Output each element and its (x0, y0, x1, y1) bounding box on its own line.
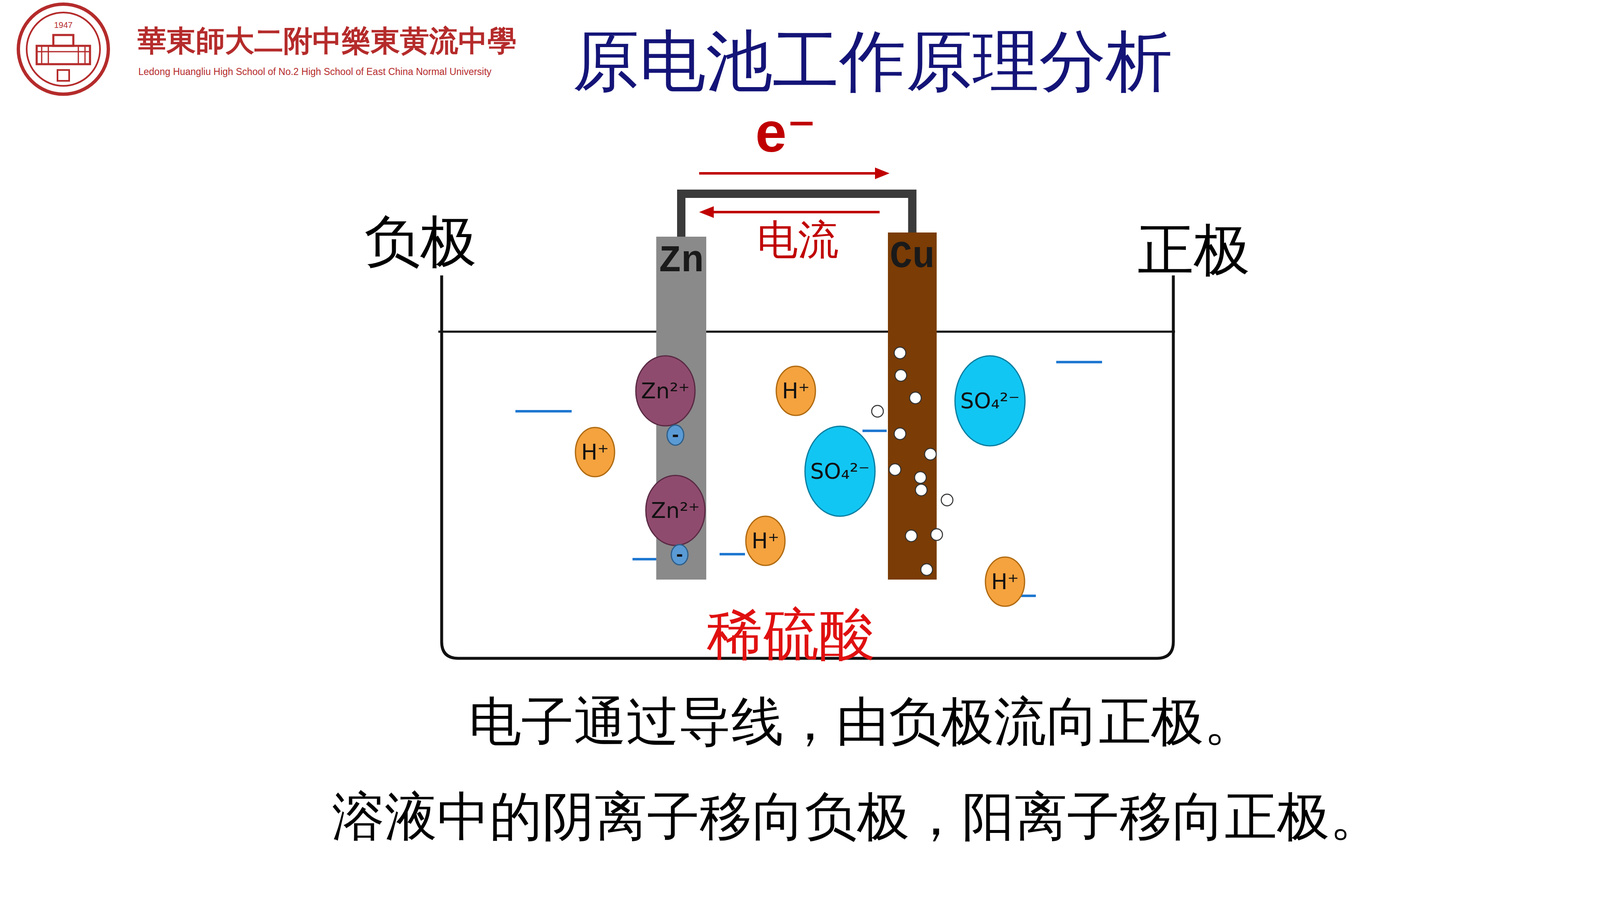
ion-outline (575, 427, 615, 477)
ion-outline (776, 366, 816, 416)
gas-bubble (871, 405, 884, 418)
hydrogen-ion: H⁺ (574, 426, 616, 478)
ion-outline (985, 557, 1025, 607)
sulfate-ion: SO₄²⁻ (804, 425, 876, 518)
ion-outline (667, 425, 684, 445)
ion-label: SO₄²⁻ (960, 390, 1020, 412)
electron-dot: - (670, 543, 689, 566)
zinc-ion: Zn²⁺ (635, 355, 696, 427)
pole-label: 正极 (1137, 217, 1250, 283)
pole-label: 负极 (364, 209, 477, 274)
ion-outline (635, 355, 695, 426)
beaker (441, 275, 1174, 659)
ion-label: H⁺ (782, 380, 810, 402)
ion-label: SO₄²⁻ (810, 460, 870, 483)
electron-dot: - (666, 424, 685, 446)
ion-label: Zn²⁺ (651, 499, 700, 522)
current-arrow (699, 206, 880, 218)
charge-sign: - (672, 426, 680, 444)
summary-text: 电子通过导线，由负极流向正极。 (468, 691, 1257, 753)
ion-outline (745, 516, 785, 566)
ion-label: H⁺ (751, 530, 780, 552)
ion-label: Zn²⁺ (641, 380, 690, 402)
gas-bubble (941, 494, 953, 506)
hydrogen-ion: H⁺ (775, 365, 817, 417)
school-name-en: Ledong Huangliu High School of No.2 High… (138, 66, 492, 78)
electrode-label: Zn (658, 242, 704, 280)
summary-text: 溶液中的阴离子移向负极，阳离子移向正极。 (332, 786, 1383, 848)
ion-label: H⁺ (991, 570, 1020, 593)
current-label: 电流 (757, 216, 839, 264)
liquid-surface (438, 330, 1175, 333)
ion-label: H⁺ (581, 441, 610, 463)
ion-outline (671, 544, 688, 565)
electron-arrow (699, 167, 890, 180)
ion-outline (805, 426, 875, 517)
sulfate-ion: SO₄²⁻ (954, 355, 1026, 447)
charge-sign: - (676, 546, 684, 563)
copper-electrode: Cu (887, 232, 937, 580)
ion-outline (955, 355, 1025, 446)
logo-year: 1947 (54, 20, 73, 30)
school-logo (18, 4, 109, 95)
school-name: 華東師大二附中樂東黄流中學 (137, 24, 517, 58)
zinc-ion: Zn²⁺ (645, 474, 706, 547)
hydrogen-ion: H⁺ (745, 515, 786, 567)
ion-outline (645, 475, 705, 546)
electrode-label: Cu (889, 238, 935, 276)
electron-label: e⁻ (755, 100, 817, 165)
solution-label: 稀硫酸 (706, 602, 876, 667)
hydrogen-ion: H⁺ (984, 556, 1026, 608)
slide-title: 原电池工作原理分析 (572, 22, 1173, 100)
